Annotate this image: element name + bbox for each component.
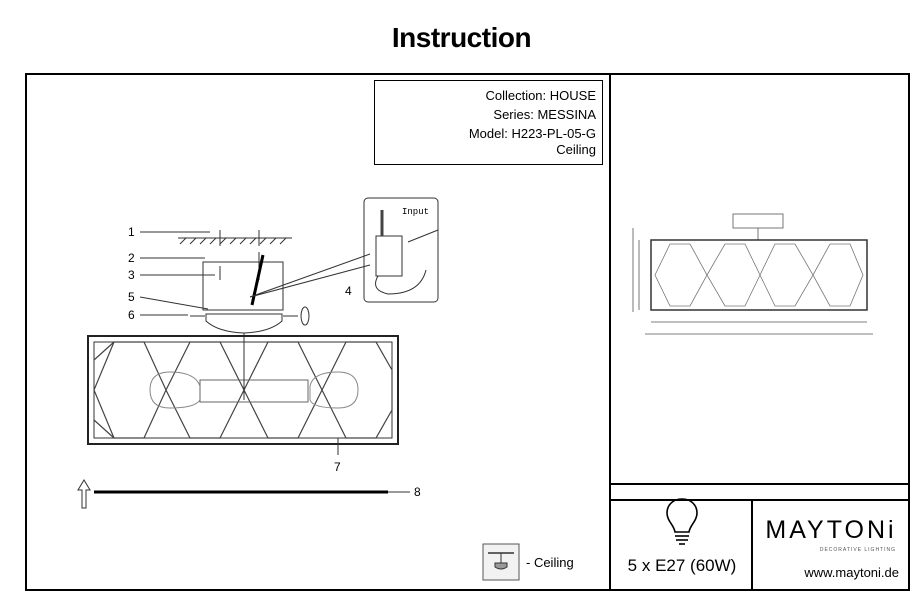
callout-5: 5 bbox=[128, 290, 135, 304]
vertical-divider bbox=[609, 75, 611, 589]
canopy-top bbox=[732, 213, 784, 229]
callout-8: 8 bbox=[414, 485, 421, 499]
ceiling-hatch bbox=[179, 237, 287, 245]
type-label: Ceiling bbox=[556, 142, 596, 157]
terminal-block bbox=[375, 235, 403, 277]
canopy bbox=[205, 313, 283, 334]
product-info-box: Collection: HOUSE Series: MESSINA Model:… bbox=[374, 80, 603, 165]
ceiling-mount-icon bbox=[482, 543, 520, 581]
callout-4: 4 bbox=[345, 284, 352, 298]
shade-outline bbox=[650, 239, 868, 311]
instruction-frame bbox=[25, 73, 910, 591]
canopy-nut bbox=[300, 306, 310, 326]
socket-bar bbox=[199, 379, 309, 403]
page-title: Instruction bbox=[391, 22, 532, 53]
cable bbox=[250, 254, 265, 306]
shade-pattern bbox=[654, 243, 864, 307]
bulb-spec: 5 x E27 (60W) bbox=[627, 556, 737, 575]
collection-label: Collection: HOUSE bbox=[485, 88, 596, 103]
model-label: Model: H223-PL-05-G bbox=[468, 126, 596, 141]
mounting-plate bbox=[202, 261, 284, 311]
bulb-icon bbox=[666, 498, 698, 545]
series-label: Series: MESSINA bbox=[493, 107, 596, 122]
callout-7: 7 bbox=[334, 460, 341, 474]
hexagon-pattern bbox=[93, 341, 393, 439]
dimension-drawing bbox=[632, 213, 873, 335]
bulb-left bbox=[149, 371, 201, 409]
up-arrow-icon bbox=[77, 479, 91, 509]
brand-logo: MAYTONi bbox=[765, 516, 897, 544]
horizontal-divider-2 bbox=[609, 499, 910, 501]
assembly-diagram: 1 2 3 5 6 4 7 8 Input bbox=[77, 197, 439, 509]
callout-2: 2 bbox=[128, 251, 135, 265]
website-link[interactable]: www.maytoni.de bbox=[804, 565, 899, 580]
callout-1: 1 bbox=[128, 225, 135, 239]
lamp-shade-inner bbox=[93, 341, 393, 439]
brand-tagline: DECORATIVE LIGHTING bbox=[819, 547, 896, 553]
input-label: Input bbox=[402, 207, 429, 217]
lamp-shade bbox=[87, 335, 399, 445]
callout-3: 3 bbox=[128, 268, 135, 282]
ceiling-mount-label: - Ceiling bbox=[526, 555, 574, 570]
bulb-right bbox=[309, 371, 359, 409]
callout-6: 6 bbox=[128, 308, 135, 322]
horizontal-divider-1 bbox=[609, 483, 910, 485]
wiring-inset bbox=[363, 197, 439, 303]
footer-divider bbox=[751, 499, 753, 589]
